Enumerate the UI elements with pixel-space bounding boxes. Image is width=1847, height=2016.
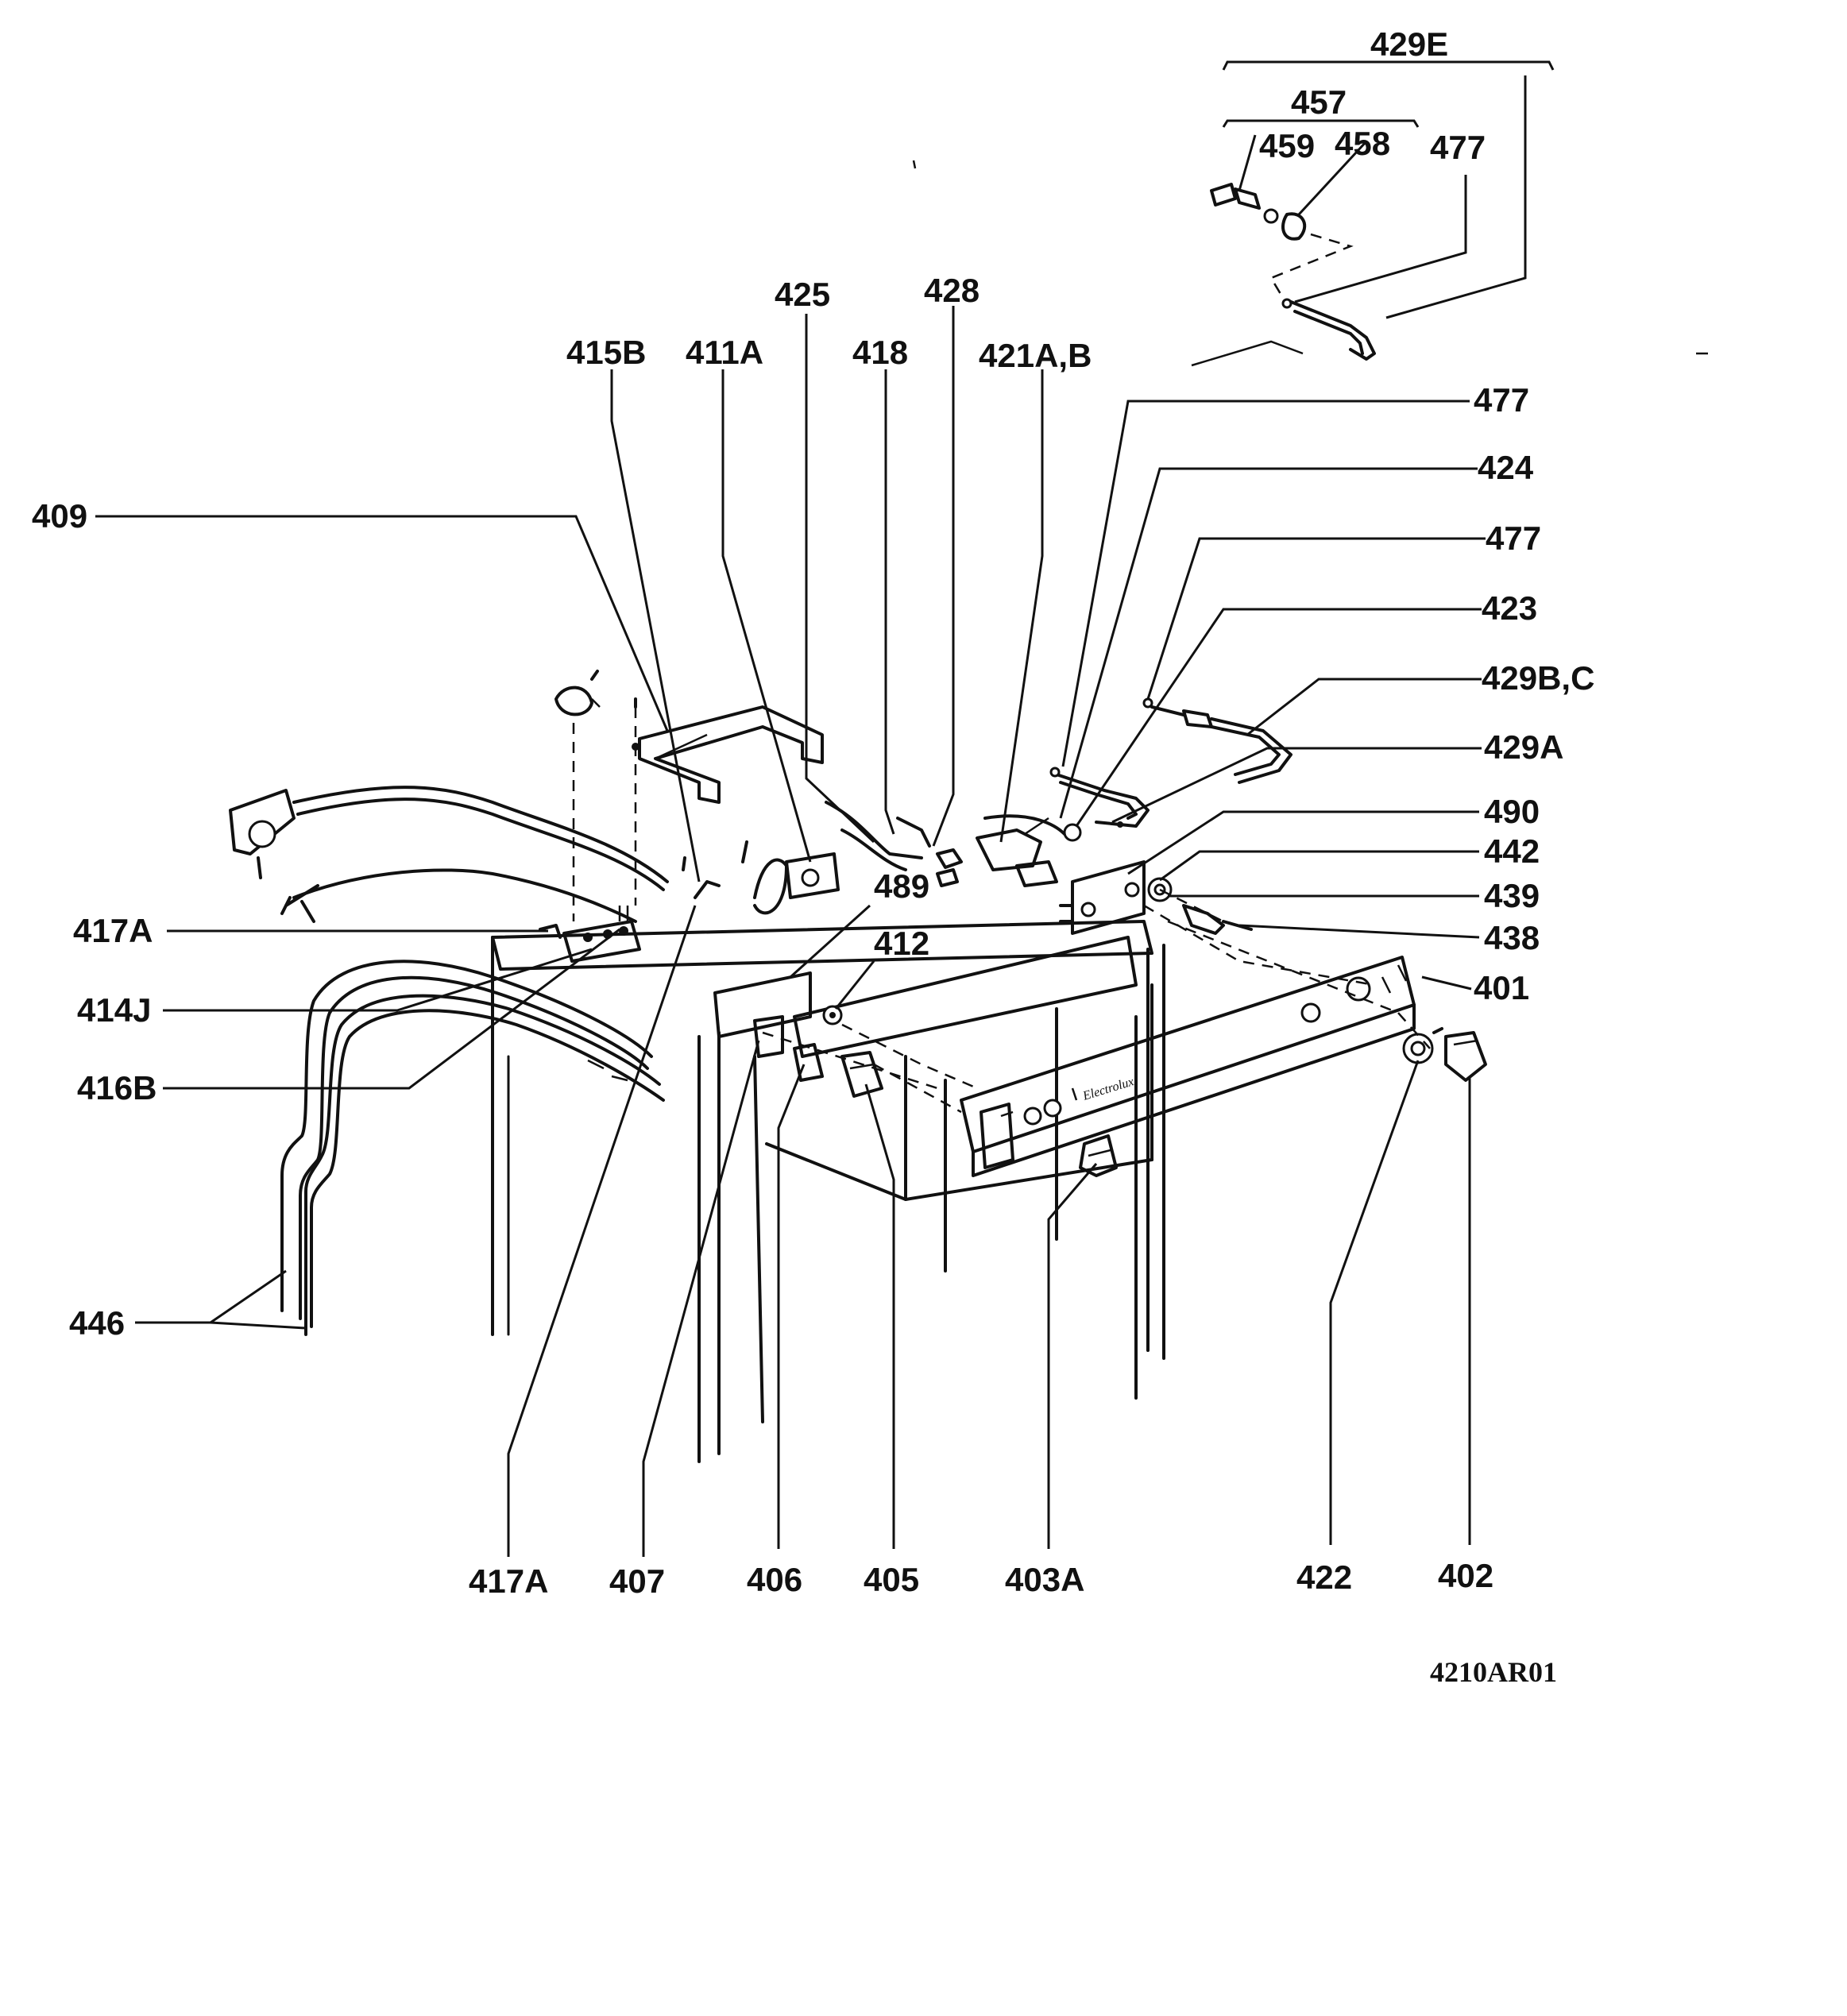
label-423: 423 <box>1482 589 1537 627</box>
switch-406 <box>793 1043 824 1082</box>
label-417A-bottom: 417A <box>469 1562 548 1600</box>
label-439: 439 <box>1484 877 1540 914</box>
appliance-drawing: Electrolux <box>229 183 1487 1463</box>
label-477-top: 477 <box>1430 129 1486 166</box>
label-422: 422 <box>1296 1558 1352 1596</box>
assembly-lines <box>762 888 1431 1114</box>
label-421AB: 421A,B <box>979 337 1092 374</box>
switch-405 <box>840 1051 883 1098</box>
lamp-403A <box>1079 1134 1118 1177</box>
part-labels: 429E 457 459 458 477 425 428 415B 411A 4… <box>32 25 1594 1688</box>
label-438: 438 <box>1484 919 1540 956</box>
power-cord <box>229 786 669 923</box>
label-458: 458 <box>1335 125 1390 162</box>
label-490: 490 <box>1484 793 1540 830</box>
label-407: 407 <box>609 1562 665 1600</box>
label-418: 418 <box>852 334 908 371</box>
label-429BC: 429B,C <box>1482 659 1594 697</box>
label-414J: 414J <box>77 991 151 1029</box>
label-417A-left: 417A <box>73 912 153 949</box>
label-489: 489 <box>874 867 929 905</box>
label-477-a: 477 <box>1474 381 1529 419</box>
control-panel-401: Electrolux <box>960 956 1416 1177</box>
label-411A-top: 411A <box>686 334 763 371</box>
label-446: 446 <box>69 1304 125 1342</box>
label-425: 425 <box>775 276 830 313</box>
burner-bracket-490 <box>1059 860 1253 935</box>
cabinet-body <box>491 920 1165 1463</box>
label-415B: 415B <box>566 334 646 371</box>
label-405: 405 <box>864 1561 919 1598</box>
label-409: 409 <box>32 497 87 535</box>
gas-tap-assembly <box>825 801 1082 887</box>
label-429E: 429E <box>1370 25 1448 63</box>
pipe-429BC <box>1142 697 1293 784</box>
label-406: 406 <box>747 1561 802 1598</box>
bezel-422 <box>1402 1027 1443 1064</box>
label-401: 401 <box>1474 969 1529 1006</box>
label-403A: 403A <box>1005 1561 1084 1598</box>
grommet-412 <box>822 1005 843 1025</box>
heater-element-446 <box>280 960 665 1336</box>
pipe-429A <box>1049 767 1150 828</box>
label-402: 402 <box>1438 1557 1493 1594</box>
label-416B: 416B <box>77 1069 156 1106</box>
rear-cover-409 <box>638 705 824 804</box>
leader-lines <box>95 60 1555 1557</box>
clips-and-screws <box>539 670 748 939</box>
label-424: 424 <box>1478 449 1534 486</box>
label-412: 412 <box>874 925 929 962</box>
label-442: 442 <box>1484 832 1540 870</box>
knob-402 <box>1444 1031 1487 1082</box>
drawing-code: 4210AR01 <box>1430 1656 1557 1688</box>
label-459: 459 <box>1259 127 1315 164</box>
label-428: 428 <box>924 272 980 309</box>
terminal-block-414J <box>562 906 641 963</box>
label-477-b: 477 <box>1486 519 1541 557</box>
stray-marks <box>912 160 1708 355</box>
thermostat-411A <box>753 852 840 915</box>
label-457: 457 <box>1291 83 1347 121</box>
label-429A: 429A <box>1484 728 1563 766</box>
gas-connector-429E <box>1191 183 1376 367</box>
